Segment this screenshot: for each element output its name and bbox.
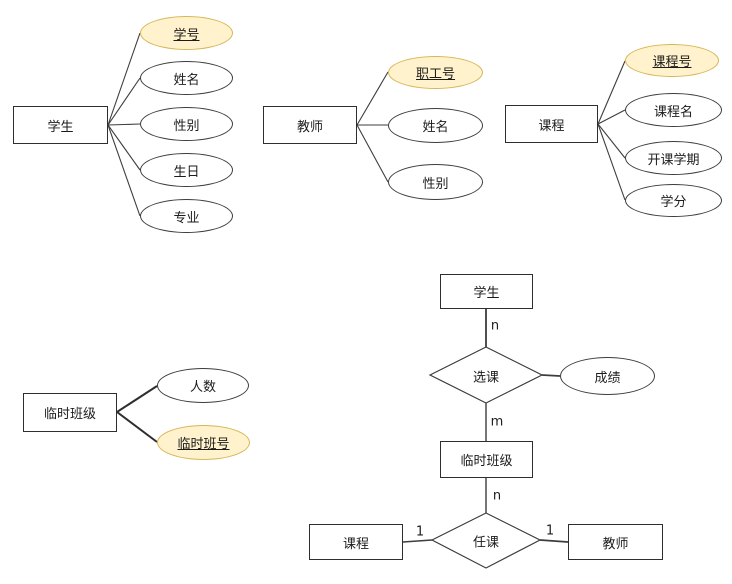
entity-label: 临时班级: [43, 407, 96, 422]
relationship-select-course: 选课: [472, 370, 500, 386]
connector-line: [402, 539, 433, 543]
entity-teacher: 教师: [263, 106, 357, 144]
connector-line: [107, 124, 141, 217]
connector-line: [597, 123, 626, 159]
attribute-student-major: 专业: [140, 199, 233, 233]
attribute-label: 生日: [173, 164, 200, 180]
attribute-headcount: 人数: [157, 368, 249, 403]
connector-line: [597, 60, 626, 125]
attribute-label: 成绩: [594, 370, 621, 386]
connector-line: [356, 124, 389, 183]
attribute-teacher-name: 姓名: [388, 108, 483, 143]
attribute-student-name: 姓名: [140, 61, 233, 95]
attribute-label: 职工号: [415, 67, 455, 82]
entity-temp-class-rel: 临时班级: [440, 441, 533, 478]
connector-line: [107, 123, 141, 126]
cardinality-label-course-teach: 1: [415, 524, 425, 540]
cardinality-label-temp-class-teach: n: [492, 488, 502, 504]
attribute-label: 课程名: [653, 104, 693, 120]
entity-label: 学生: [47, 119, 74, 135]
connector-line: [356, 71, 389, 126]
attribute-label: 学号: [173, 27, 200, 43]
attribute-label: 专业: [173, 210, 200, 226]
attribute-label: 人数: [189, 380, 216, 395]
entity-label: 教师: [602, 536, 629, 552]
attribute-course-credit: 学分: [625, 184, 722, 217]
relationship-diamond-shape: [428, 346, 544, 404]
attribute-course-id: 课程号: [625, 44, 719, 77]
connector-line: [539, 539, 569, 543]
connector-line: [597, 123, 626, 201]
attribute-grade: 成绩: [560, 357, 655, 395]
entity-label: 教师: [296, 119, 323, 135]
cardinality-label-student-select: n: [490, 318, 500, 334]
attribute-temp-class-id: 临时班号: [157, 425, 250, 460]
attribute-label: 姓名: [422, 120, 449, 135]
entity-label: 课程: [342, 536, 369, 552]
attribute-course-semester: 开课学期: [625, 141, 722, 175]
connector-line: [107, 124, 141, 171]
attribute-label: 姓名: [173, 72, 200, 88]
connector-line: [597, 109, 626, 125]
entity-teacher-rel: 教师: [568, 524, 663, 560]
entity-course: 课程: [505, 105, 598, 143]
attribute-label: 性别: [422, 176, 449, 192]
attribute-label: 临时班号: [177, 437, 230, 452]
attribute-student-gender: 性别: [140, 107, 233, 141]
attribute-label: 课程号: [652, 55, 692, 70]
entity-temp-class: 临时班级: [23, 393, 117, 432]
connector-line: [107, 32, 141, 126]
entity-student: 学生: [13, 106, 108, 144]
entity-label: 学生: [473, 286, 500, 301]
cardinality-label-teach-teacher: 1: [545, 523, 555, 539]
attribute-student-birthday: 生日: [140, 153, 233, 187]
connector-line: [107, 77, 141, 126]
relationship-teach: 任课: [472, 535, 500, 551]
relationship-diamond-shape: [430, 512, 542, 569]
attribute-teacher-gender: 性别: [388, 164, 483, 200]
entity-student-rel: 学生: [440, 274, 533, 309]
attribute-label: 开课学期: [647, 152, 700, 168]
attribute-student-id: 学号: [140, 16, 233, 50]
cardinality-label-select-temp-class: m: [490, 414, 504, 430]
entity-label: 临时班级: [460, 454, 513, 469]
attribute-label: 学分: [660, 195, 687, 210]
attribute-label: 性别: [173, 118, 200, 134]
connector-line: [116, 385, 158, 413]
connector-line: [116, 411, 158, 443]
entity-course-rel: 课程: [309, 524, 403, 560]
connector-line: [541, 374, 561, 377]
entity-label: 课程: [538, 118, 565, 134]
attribute-course-name: 课程名: [625, 93, 722, 127]
attribute-staff-id: 职工号: [388, 56, 483, 89]
